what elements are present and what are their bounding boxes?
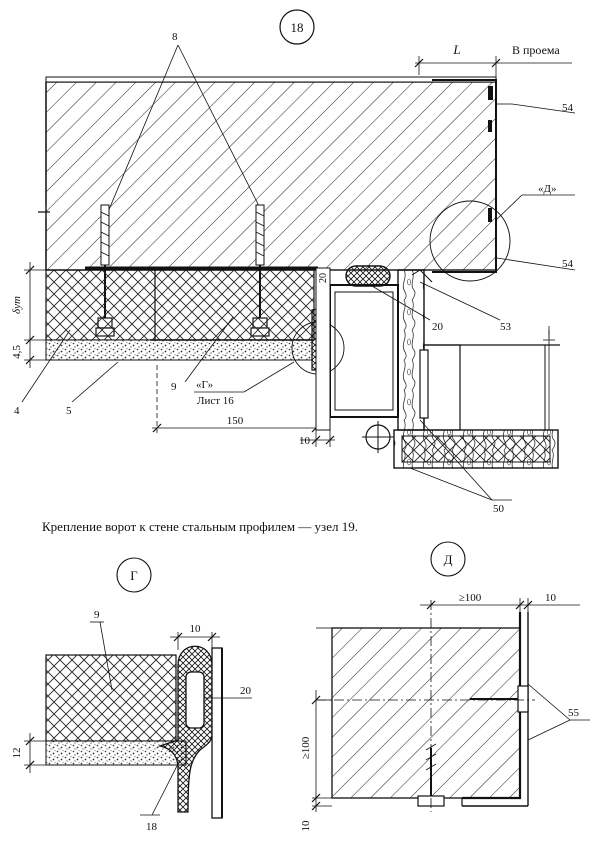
mark-D-ref: «Д» xyxy=(538,183,557,195)
concrete-wall xyxy=(45,81,497,271)
D-mark-55: 55 xyxy=(568,707,580,719)
G-mark-9: 9 xyxy=(94,609,100,621)
sheet-ref: Лист 16 xyxy=(197,395,234,407)
D-dim-100-h: ≥100 xyxy=(459,592,482,604)
G-mark-18: 18 xyxy=(146,821,158,833)
opening-label: В проема xyxy=(512,43,560,57)
detail-D-callout xyxy=(429,200,511,282)
G-steel-plate xyxy=(211,647,223,819)
seal-20 xyxy=(345,265,391,287)
dim-delta: δут xyxy=(11,296,23,314)
D-dim-100-v: ≥100 xyxy=(300,736,312,759)
mark-54-b: 54 xyxy=(562,258,574,270)
mark-4: 4 xyxy=(14,405,20,417)
D-steel-angle xyxy=(462,612,522,800)
dim-4-5: 4,5 xyxy=(11,345,23,359)
detail-G-title-circle xyxy=(116,557,152,593)
dim-150: 150 xyxy=(227,415,244,427)
D-dim-10-h: 10 xyxy=(545,592,557,604)
gate-leaf xyxy=(419,326,560,431)
D-dim-10-v: 10 xyxy=(300,820,312,832)
detail-D: Д ≥100 10 55 xyxy=(300,541,590,832)
insulation-layer xyxy=(45,269,315,341)
mark-9: 9 xyxy=(171,381,177,393)
detail-G-title: Г xyxy=(130,568,138,583)
detail-D-title: Д xyxy=(444,552,453,567)
mark-53: 53 xyxy=(500,321,512,333)
G-dim-12: 12 xyxy=(11,748,23,759)
node-18: 18 L В проема 54 «Д» 54 8 xyxy=(11,9,576,515)
G-mark-20: 20 xyxy=(240,685,252,697)
mark-G-ref: «Г» xyxy=(196,379,213,391)
mark-5: 5 xyxy=(66,405,72,417)
detail-D-title-circle xyxy=(430,541,466,577)
figure-caption: Крепление ворот к стене стальным профиле… xyxy=(42,519,358,534)
plaster-layer xyxy=(45,339,313,361)
G-insulation xyxy=(45,654,177,742)
mark-8: 8 xyxy=(172,31,178,43)
node-number: 18 xyxy=(291,20,304,35)
detail-G: Г 10 9 20 12 18 xyxy=(11,557,252,833)
G-dim-10: 10 xyxy=(190,623,202,635)
mark-50: 50 xyxy=(493,503,505,515)
dim-10: 10 xyxy=(299,435,311,447)
gate-steel-frame xyxy=(329,284,399,418)
dim-L: L xyxy=(452,42,460,57)
D-concrete xyxy=(331,627,521,799)
mark-54-a: 54 xyxy=(562,102,574,114)
dim-20: 20 xyxy=(318,273,329,283)
mark-20: 20 xyxy=(432,321,444,333)
node-number-circle xyxy=(279,9,315,45)
steel-angle-54 xyxy=(432,79,497,273)
